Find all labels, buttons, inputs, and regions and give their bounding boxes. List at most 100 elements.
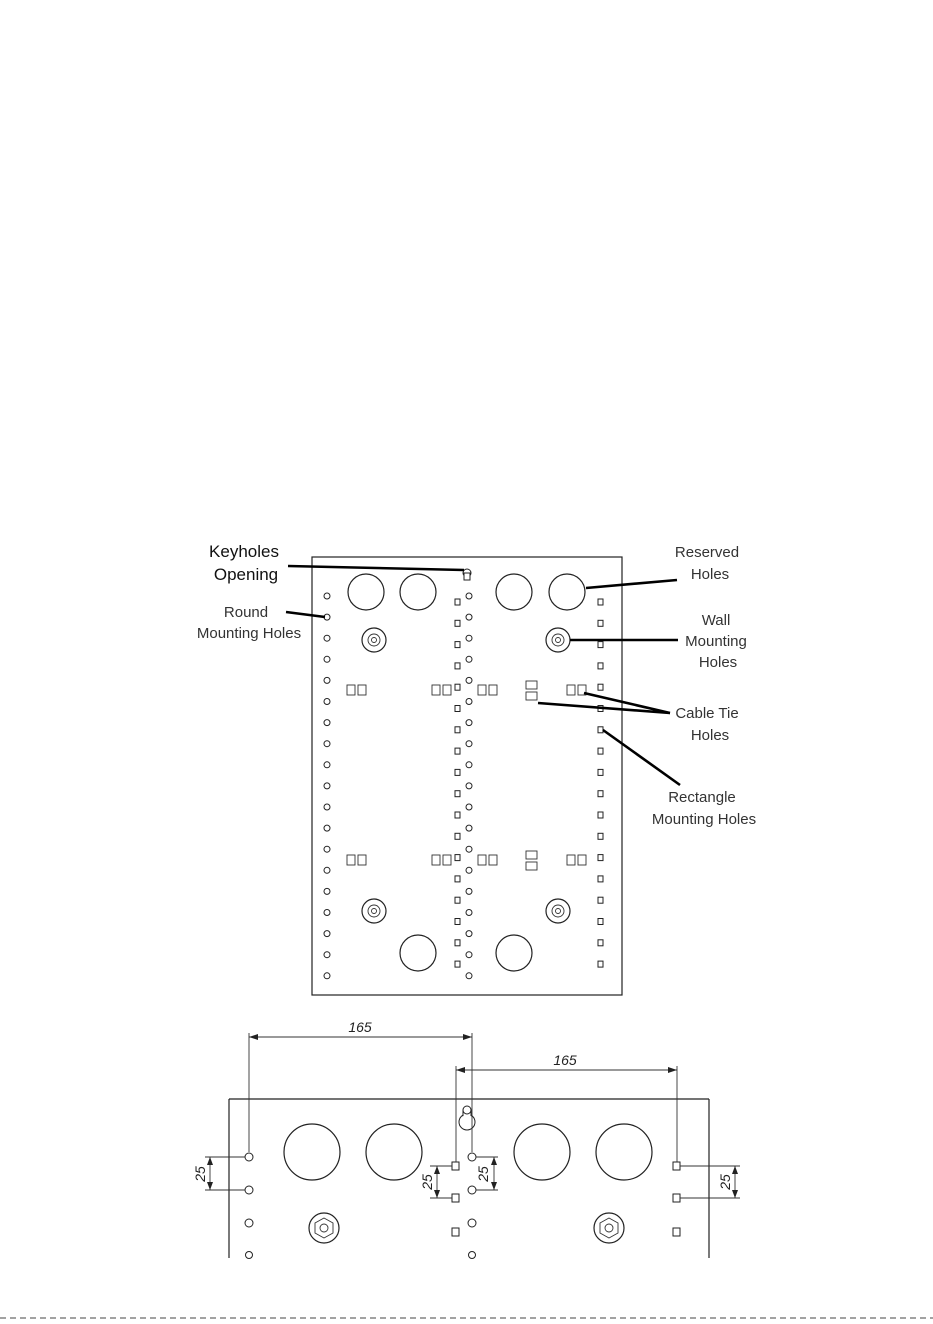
round-mounting-hole (466, 635, 472, 641)
round-mounting-hole (466, 973, 472, 979)
rectangle-mounting-hole (455, 919, 460, 925)
round-mounting-hole (466, 593, 472, 599)
rectangle-mounting-hole (455, 855, 460, 861)
keyhole-opening (463, 569, 471, 580)
round-label-2: Mounting Holes (197, 625, 301, 642)
round-mounting-holes-left (324, 593, 330, 979)
rectangle-mounting-hole (455, 833, 460, 839)
round-mounting-hole (466, 699, 472, 705)
rectangle-mounting-hole (598, 748, 603, 754)
rectangle-mounting-holes-center (455, 599, 460, 967)
dimension-25-center-right: 25 (475, 1157, 498, 1190)
rectangle-mounting-hole (455, 748, 460, 754)
rectangle-mounting-hole (598, 919, 603, 925)
round-mounting-hole (466, 952, 472, 958)
round-mounting-hole (324, 720, 330, 726)
rectangle-mounting-hole (455, 769, 460, 775)
rectangle-mounting-hole (455, 727, 460, 733)
round-mounting-hole (324, 783, 330, 789)
cable-label-2: Holes (691, 727, 729, 744)
wall-mounting-holes-detail (309, 1213, 624, 1243)
rectangle-mounting-hole (455, 897, 460, 903)
rectangle-mounting-hole (455, 684, 460, 690)
round-mounting-hole (466, 846, 472, 852)
rect-label-2: Mounting Holes (652, 811, 756, 828)
wall-label-1: Wall (702, 612, 731, 629)
rectangle-mounting-holes-right (598, 599, 603, 967)
round-holes-leader (286, 612, 325, 617)
dimension-detail-view: 165 165 25 25 (192, 1019, 740, 1259)
rectangle-mounting-hole (598, 642, 603, 648)
rectangle-mounting-hole (598, 876, 603, 882)
rectangle-mounting-hole (598, 620, 603, 626)
round-mounting-hole (324, 888, 330, 894)
full-plate-view: Keyholes Opening Round Mounting Holes Re… (197, 542, 756, 995)
round-mounting-hole (324, 677, 330, 683)
rectangle-mounting-hole (455, 663, 460, 669)
rectangle-mounting-hole (455, 876, 460, 882)
wall-label-3: Holes (699, 654, 737, 671)
round-label-1: Round (224, 604, 268, 621)
rectangle-mounting-hole (598, 812, 603, 818)
rectangle-mounting-hole (598, 769, 603, 775)
callout-labels: Keyholes Opening Round Mounting Holes Re… (197, 542, 756, 828)
cable-tie-holes (347, 681, 586, 870)
dimension-25-left: 25 (192, 1157, 245, 1190)
keyhole-opening-detail (459, 1106, 475, 1130)
round-mounting-hole (324, 952, 330, 958)
round-mounting-hole (324, 804, 330, 810)
keyholes-label-1: Keyholes (209, 542, 279, 561)
round-mounting-hole (324, 910, 330, 916)
rectangle-mounting-hole (598, 727, 603, 733)
rectangle-mounting-hole (598, 684, 603, 690)
rectangle-mounting-hole (598, 897, 603, 903)
wall-mounting-holes (362, 628, 570, 923)
plate-outline (312, 557, 622, 995)
dim-label-165-second: 165 (553, 1052, 577, 1068)
dimension-165-second: 165 (456, 1052, 677, 1162)
round-mounting-hole (324, 825, 330, 831)
round-mounting-hole (466, 656, 472, 662)
rectangle-mounting-hole (455, 599, 460, 605)
dim-label-165-top: 165 (348, 1019, 372, 1035)
round-mounting-holes-center (466, 593, 472, 979)
rectangle-mounting-hole (598, 791, 603, 797)
rectangle-mounting-hole (598, 833, 603, 839)
dimension-165-top: 165 (249, 1019, 472, 1152)
wall-label-2: Mounting (685, 633, 747, 650)
round-mounting-hole (466, 783, 472, 789)
rect-label-1: Rectangle (668, 789, 736, 806)
round-mounting-hole (324, 741, 330, 747)
rectangle-mounting-hole (455, 961, 460, 967)
cable-label-1: Cable Tie (675, 705, 738, 722)
rectangle-mounting-hole (598, 599, 603, 605)
dim-label-25-center-right: 25 (475, 1166, 491, 1183)
round-mounting-hole (324, 656, 330, 662)
round-mounting-hole (324, 762, 330, 768)
round-mounting-hole (466, 867, 472, 873)
round-mounting-hole (466, 720, 472, 726)
reserved-holes-detail (284, 1124, 652, 1180)
round-mounting-hole (466, 910, 472, 916)
round-mounting-hole (324, 867, 330, 873)
round-mounting-hole (466, 888, 472, 894)
round-mounting-hole (324, 635, 330, 641)
rectangle-mounting-hole (455, 791, 460, 797)
rectangle-mounting-hole (455, 642, 460, 648)
dim-label-25-right: 25 (717, 1174, 733, 1191)
rectangle-mounting-hole (598, 940, 603, 946)
reserved-label-1: Reserved (675, 544, 739, 561)
rectangle-mounting-hole (598, 961, 603, 967)
round-mounting-hole (324, 593, 330, 599)
round-mounting-hole (466, 741, 472, 747)
round-mounting-hole (466, 931, 472, 937)
round-mounting-hole (324, 931, 330, 937)
round-mounting-hole (466, 677, 472, 683)
keyhole-leader (288, 566, 464, 570)
round-mounting-hole (466, 825, 472, 831)
rectangle-mounting-hole (455, 812, 460, 818)
rectangle-mounting-hole (598, 855, 603, 861)
round-mounting-hole (466, 614, 472, 620)
round-mounting-hole (324, 973, 330, 979)
